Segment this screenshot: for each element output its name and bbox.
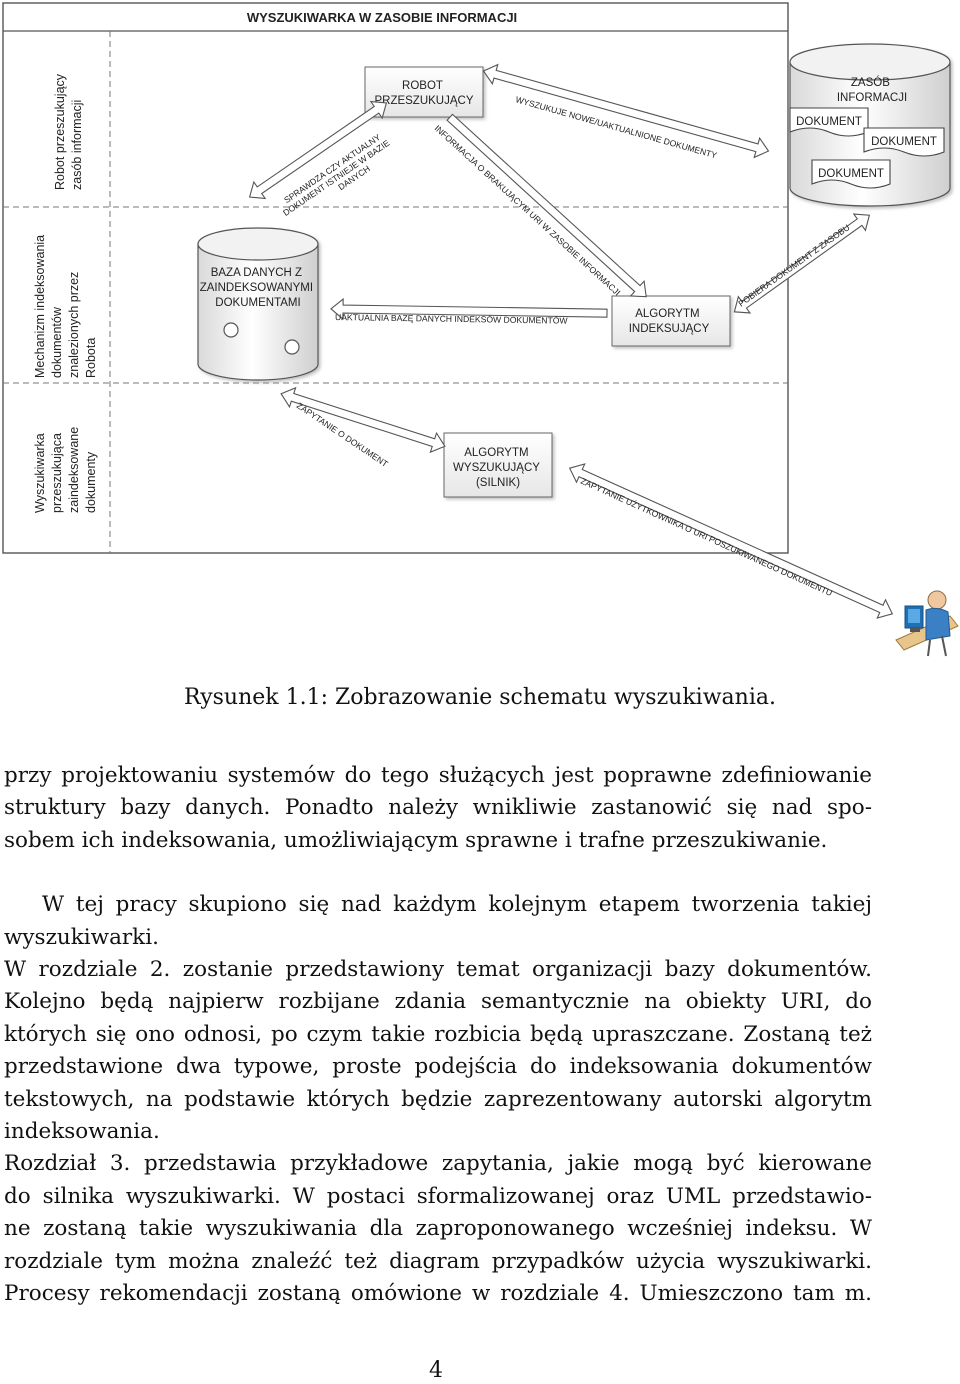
lane-label-line: Wyszukiwarka	[33, 433, 47, 513]
lane-label-line: Robota	[84, 338, 98, 378]
database-label: ZAINDEKSOWANYMI	[200, 282, 313, 294]
indexing-algorithm-box	[612, 296, 730, 346]
lane-label-line: dokumentów	[50, 306, 64, 378]
text-line: wyszukiwarki.	[4, 922, 872, 954]
lane-label-line: znalezionych przez	[67, 272, 81, 378]
paragraph: W tej pracy skupiono się nad każdym kole…	[4, 889, 872, 1310]
text-line: W tej pracy skupiono się nad każdym kole…	[4, 889, 872, 921]
diagram-title: WYSZUKIWARKA W ZASOBIE INFORMACJI	[247, 10, 517, 25]
document-label: DOKUMENT	[796, 116, 862, 128]
paragraph: przy projektowaniu systemów do tego służ…	[4, 760, 872, 857]
text-line: Rozdział 3. przedstawia przykładowe zapy…	[4, 1148, 872, 1180]
text-line: tekstowych, na podstawie których będzie …	[4, 1084, 872, 1116]
page-number: 4	[0, 1358, 872, 1383]
indexing-algorithm-label: ALGORYTM	[635, 308, 699, 320]
database-label: DOKUMENTAMI	[215, 297, 300, 309]
indexing-algorithm-label: INDEKSUJĄCY	[629, 323, 710, 335]
text-line: których się ono odnosi, po czym takie ro…	[4, 1019, 872, 1051]
search-algorithm-label: (SILNIK)	[476, 477, 520, 489]
text-line: Procesy rekomendacji zostaną omówione w …	[4, 1278, 872, 1310]
lane-label-line: Robot przeszukujący	[53, 73, 67, 190]
search-scheme-diagram: WYSZUKIWARKA W ZASOBIE INFORMACJI Robot …	[0, 0, 960, 670]
text-line: W rozdziale 2. zostanie przedstawiony te…	[4, 954, 872, 986]
document-label: DOKUMENT	[871, 136, 937, 148]
text-line: indeksowania.	[4, 1116, 872, 1148]
robot-box-label: PRZESZUKUJĄCY	[374, 95, 473, 107]
lane-label-line: zasób informacji	[70, 100, 84, 190]
lane-label-line: dokumenty	[84, 451, 98, 513]
user-at-computer-icon	[896, 591, 958, 656]
text-line: struktury bazy danych. Ponadto należy wn…	[4, 792, 872, 824]
document-label: DOKUMENT	[818, 168, 884, 180]
robot-box-label: ROBOT	[402, 80, 443, 92]
text-line: rozdziale tym można znaleźć też diagram …	[4, 1246, 872, 1278]
figure-caption: Rysunek 1.1: Zobrazowanie schematu wyszu…	[0, 685, 960, 710]
svg-text:BAZA DANYCH Z ZAINDEKSOW: BAZA DANYCH Z ZAINDEKSOWANYMI DOKUMENTAM…	[200, 267, 317, 309]
lane-label-line: przeszukująca	[50, 433, 64, 513]
resource-label: INFORMACJI	[837, 92, 907, 104]
text-line: przy projektowaniu systemów do tego służ…	[4, 760, 872, 792]
text-line: sobem ich indeksowania, umożliwiającym s…	[4, 825, 872, 857]
lane-label-line: zaindeksowane	[67, 427, 81, 513]
search-algorithm-label: ALGORYTM	[464, 447, 528, 459]
text-line: przedstawione dwa typowe, proste podejśc…	[4, 1051, 872, 1083]
body-text: przy projektowaniu systemów do tego służ…	[4, 760, 872, 1311]
database-label: BAZA DANYCH Z	[211, 267, 302, 279]
lane-label-line: Mechanizm indeksowania	[33, 235, 47, 378]
search-algorithm-label: WYSZUKUJĄCY	[453, 462, 540, 474]
resource-label: ZASÓB	[851, 76, 890, 89]
text-line: do silnika wyszukiwarki. W postaci sform…	[4, 1181, 872, 1213]
text-line: ne zostaną takie wyszukiwania dla zaprop…	[4, 1213, 872, 1245]
text-line: Kolejno będą najpierw rozbijane zdania s…	[4, 986, 872, 1018]
